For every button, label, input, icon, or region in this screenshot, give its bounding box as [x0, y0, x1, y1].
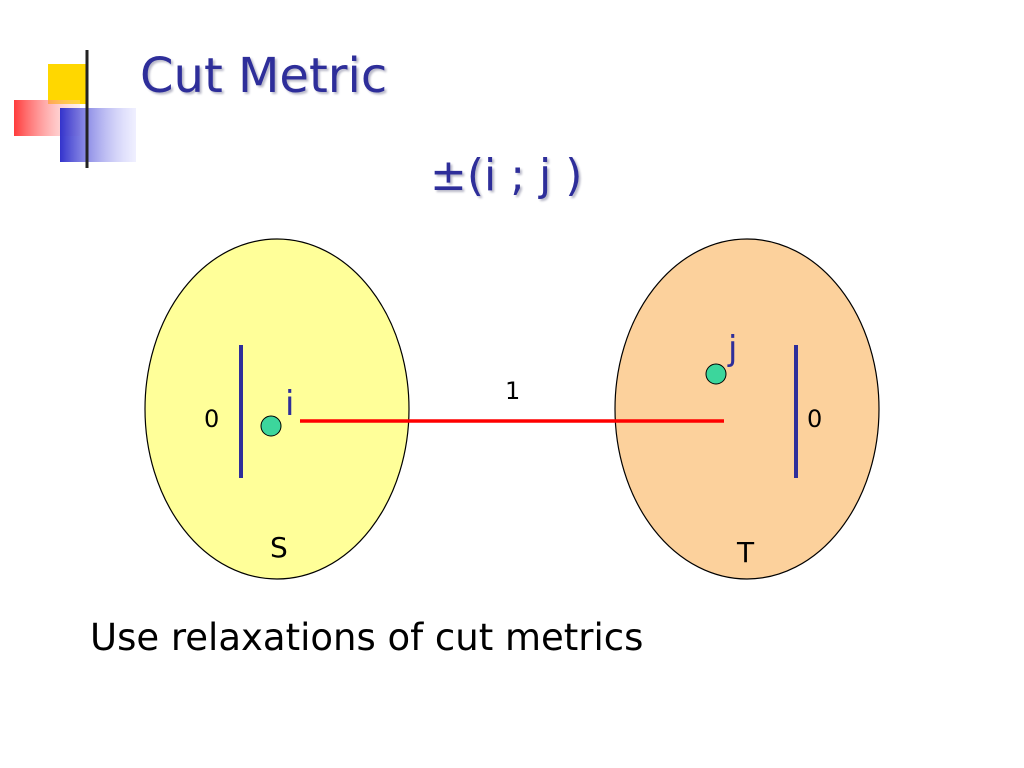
set-s-label: S: [270, 531, 288, 564]
caption-text: Use relaxations of cut metrics: [90, 616, 644, 659]
formula: ±(i ; j ): [430, 150, 583, 201]
set-t-label: T: [736, 536, 755, 569]
edge-weight-label: 1: [505, 377, 520, 405]
node-i-label: i: [285, 384, 294, 424]
corner-decoration: [14, 50, 1024, 168]
node-j-label: j: [727, 329, 737, 369]
right-value-label: 0: [807, 405, 822, 433]
node-i: [260, 415, 282, 437]
yellow-square: [48, 64, 88, 104]
blue-bar: [60, 108, 136, 162]
slide-title: Cut Metric: [140, 48, 388, 104]
left-value-label: 0: [204, 405, 219, 433]
node-j: [705, 363, 727, 385]
set-t-ellipse: [614, 238, 880, 580]
set-s-ellipse: [144, 238, 410, 580]
